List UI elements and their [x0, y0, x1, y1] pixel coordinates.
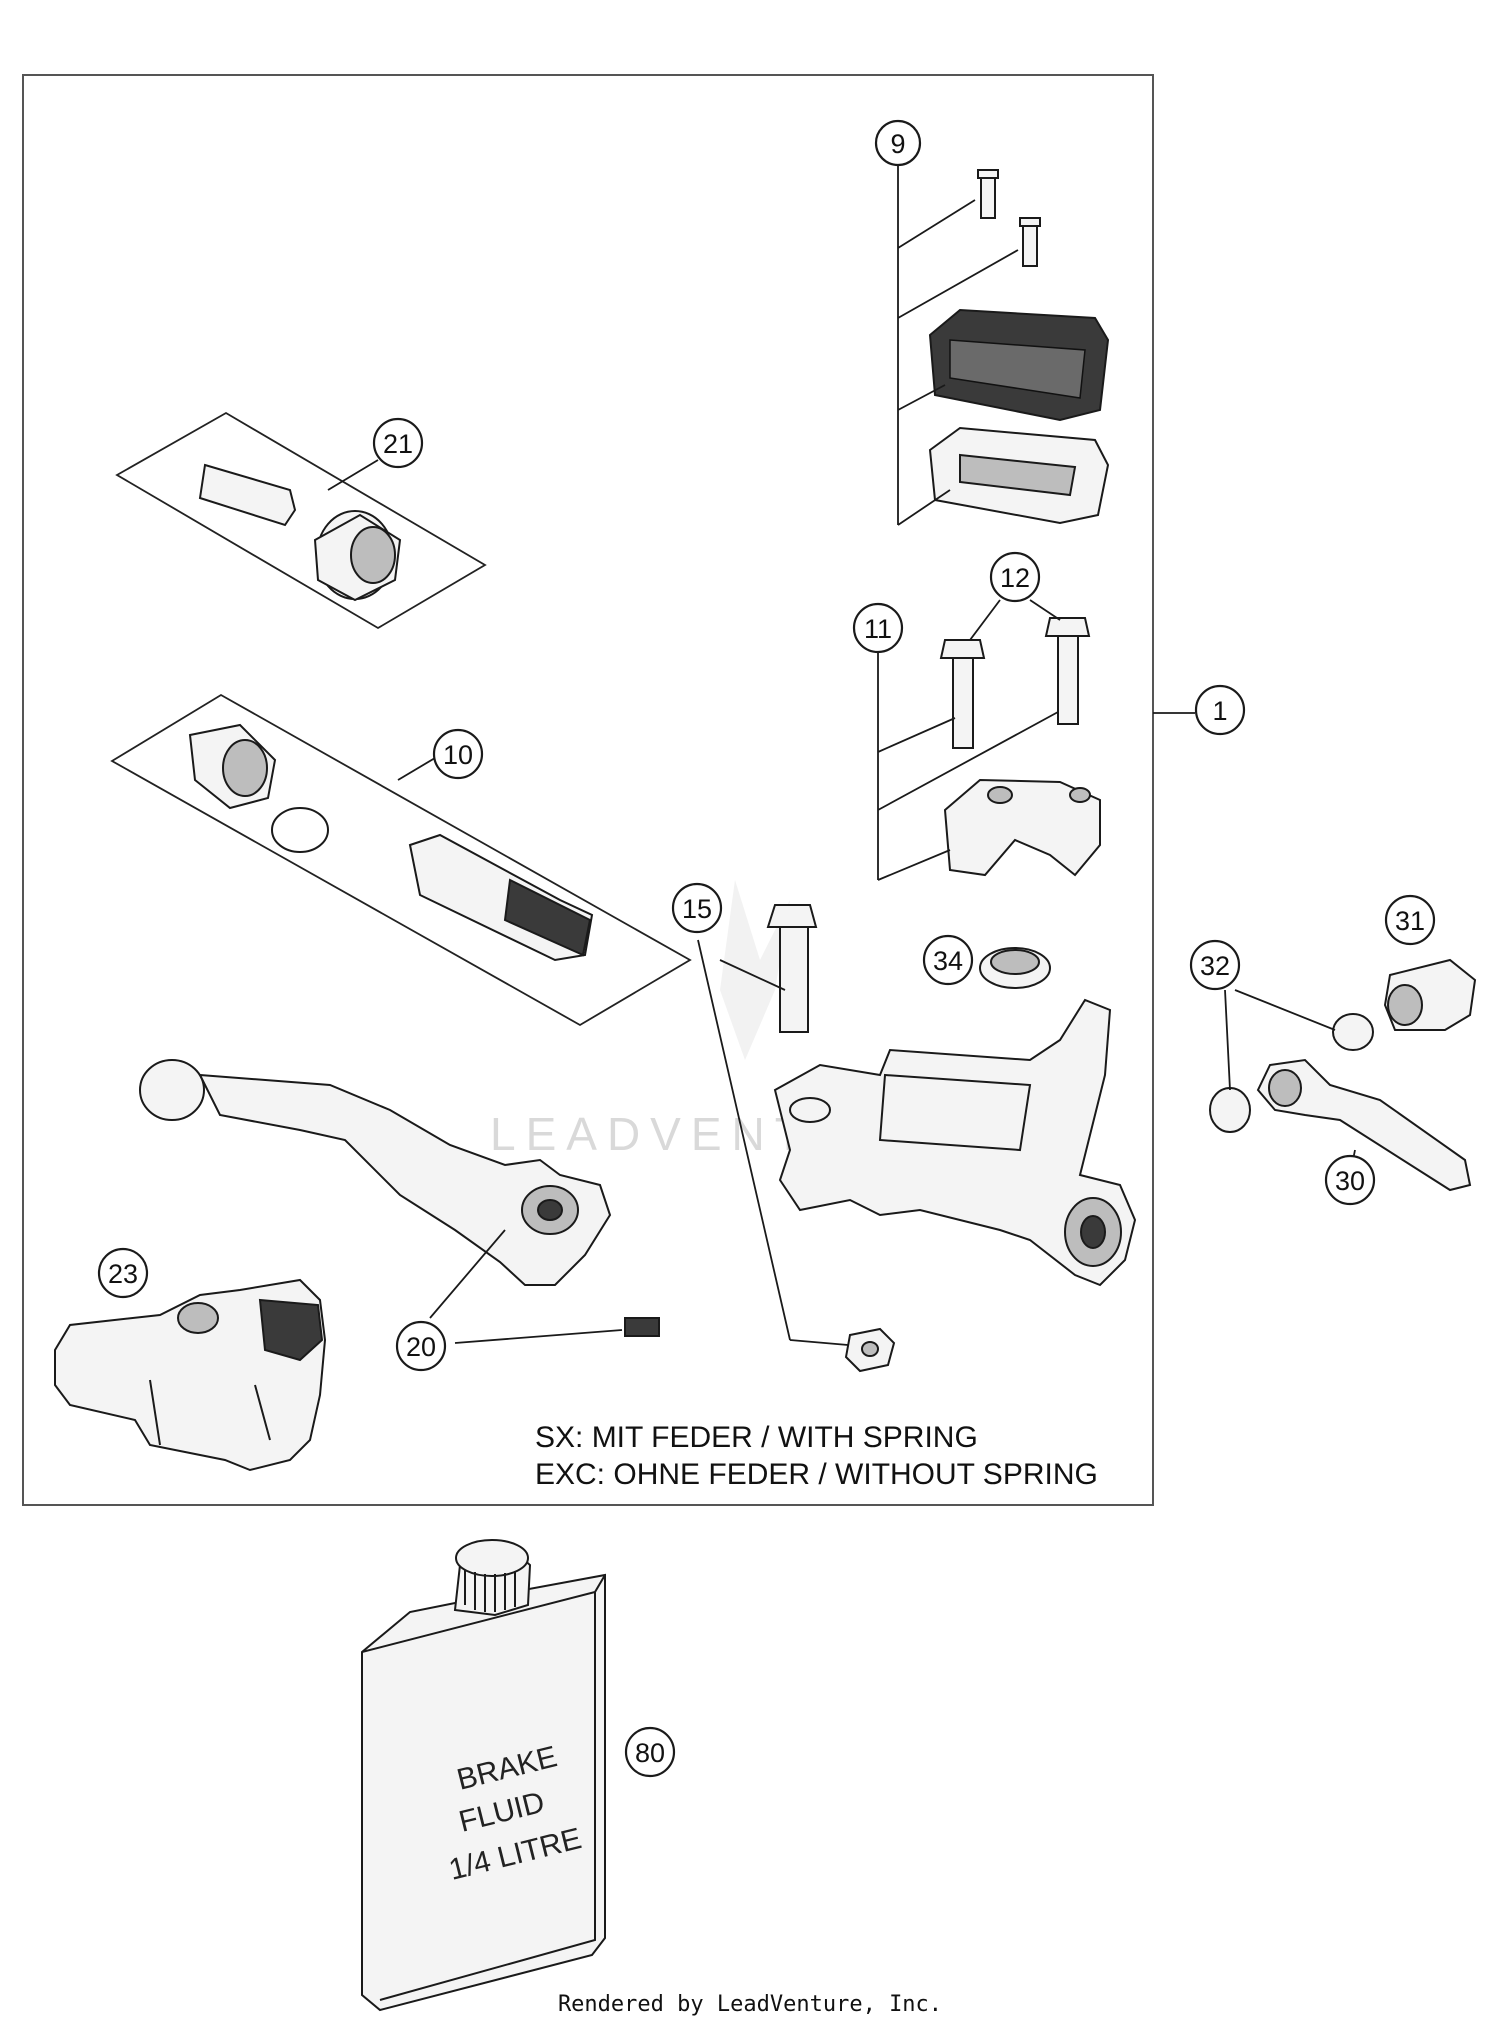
callout-12[interactable]: 12 [989, 551, 1041, 603]
callout-32[interactable]: 32 [1189, 939, 1241, 991]
callout-11[interactable]: 11 [852, 602, 904, 654]
part-80-brake-fluid-bottle [361, 1539, 606, 2012]
callout-30[interactable]: 30 [1324, 1154, 1376, 1206]
part-9-gasket [928, 426, 1110, 525]
leader-32 [1224, 989, 1336, 1091]
leader-20 [429, 1229, 623, 1344]
callout-21[interactable]: 21 [372, 417, 424, 469]
leader-9 [897, 162, 1019, 526]
callout-1[interactable]: 1 [1194, 684, 1246, 736]
svg-text:31: 31 [1395, 906, 1425, 936]
callout-10[interactable]: 10 [432, 728, 484, 780]
watermark-logo [720, 880, 790, 1060]
master-cylinder-body [773, 998, 1137, 1287]
part-21-pin [198, 463, 297, 527]
kit-box-21 [115, 411, 487, 630]
leader-15 [697, 939, 849, 1346]
leader-11 [877, 650, 1059, 881]
part-10-piston [408, 833, 594, 962]
svg-text:1: 1 [1212, 696, 1227, 726]
svg-text:20: 20 [406, 1332, 436, 1362]
svg-text:80: 80 [635, 1738, 665, 1768]
callout-23[interactable]: 23 [97, 1247, 149, 1299]
footer-credit: Rendered by LeadVenture, Inc. [557, 1992, 943, 2017]
note-sx: SX: MIT FEDER / WITH SPRING [535, 1421, 978, 1454]
svg-text:32: 32 [1200, 951, 1230, 981]
svg-text:11: 11 [864, 614, 892, 644]
part-20-spring [624, 1317, 660, 1337]
part-34-cap [979, 947, 1051, 989]
svg-text:34: 34 [933, 946, 963, 976]
svg-text:10: 10 [443, 740, 473, 770]
leader-10 [397, 754, 441, 781]
leader-21 [327, 459, 379, 491]
part-21-seal [313, 510, 402, 602]
svg-text:12: 12 [1000, 563, 1030, 593]
note-exc: EXC: OHNE FEDER / WITHOUT SPRING [535, 1458, 1098, 1491]
callout-80[interactable]: 80 [624, 1726, 676, 1778]
part-32-washers [1209, 1013, 1374, 1133]
svg-text:21: 21 [383, 429, 413, 459]
callout-15[interactable]: 15 [671, 882, 723, 934]
kit-box-10 [110, 693, 692, 1027]
part-9-cover [928, 308, 1110, 422]
part-9-screws [977, 169, 1041, 267]
part-20-lever [139, 1059, 612, 1286]
svg-text:9: 9 [890, 129, 905, 159]
svg-text:23: 23 [108, 1259, 138, 1289]
part-15-bolt [766, 904, 818, 1033]
callout-20[interactable]: 20 [395, 1320, 447, 1372]
part-30-hose [1256, 1058, 1472, 1192]
part-23-adjuster [54, 1278, 327, 1472]
part-10-cup [188, 723, 277, 810]
part-11-clamp [943, 778, 1101, 877]
callout-31[interactable]: 31 [1384, 894, 1436, 946]
part-10-circlip [271, 807, 329, 853]
part-12-bolts [939, 617, 1091, 749]
part-31-banjo-bolt [1383, 958, 1477, 1031]
callout-34[interactable]: 34 [922, 934, 974, 986]
svg-text:15: 15 [682, 894, 712, 924]
part-15-nut [844, 1327, 896, 1373]
svg-text:30: 30 [1335, 1166, 1365, 1196]
leader-12 [969, 599, 1061, 641]
assembly-frame [22, 74, 1154, 1506]
callout-9[interactable]: 9 [874, 119, 922, 167]
